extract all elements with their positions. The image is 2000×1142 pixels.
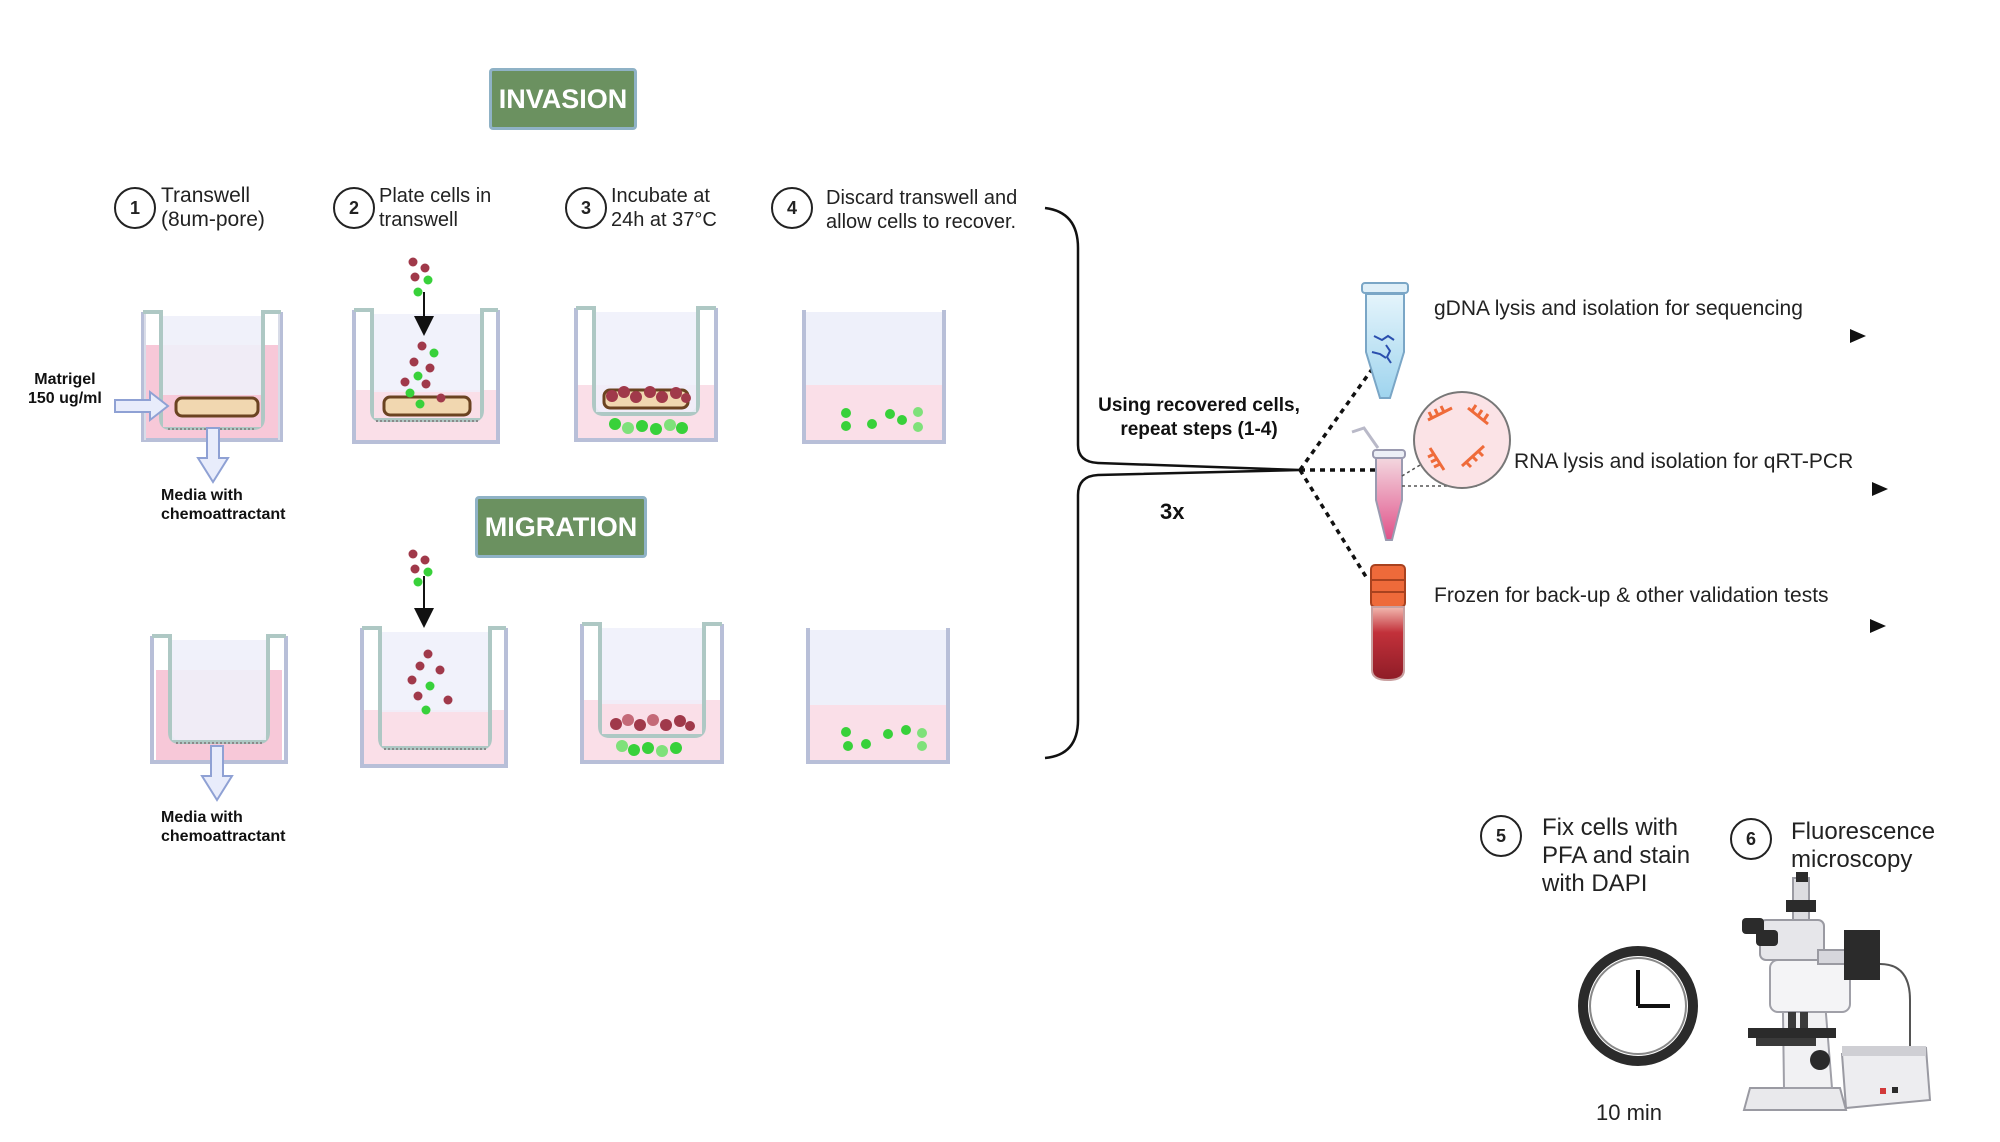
frozen-tube	[1370, 564, 1406, 682]
matrigel-label: Matrigel 150 ug/ml	[28, 371, 102, 407]
step-5-number: 5	[1480, 815, 1522, 857]
timer-label: 10 min	[1596, 1100, 1663, 1125]
rna-tube	[1351, 426, 1406, 541]
migration-well-2	[360, 549, 508, 768]
media-arrow-migration	[200, 745, 234, 802]
migration-well-1	[150, 634, 288, 764]
invasion-banner: INVASION	[489, 68, 637, 130]
migration-banner: MIGRATION	[475, 496, 647, 558]
repeat-count: 3x	[1160, 499, 1185, 524]
rna-zoom-bubble	[1401, 391, 1511, 489]
invasion-well-1	[141, 310, 283, 442]
step-3-number: 3	[565, 187, 607, 229]
branch-frozen	[1298, 469, 1370, 581]
step-4-number: 4	[771, 187, 813, 229]
step-5-label: Fix cells with PFA and stain with DAPI	[1542, 814, 1691, 897]
step-6-label: Fluorescence microscopy	[1791, 818, 1936, 873]
clock-icon	[1578, 946, 1698, 1066]
output-rna: RNA lysis and isolation for qRT-PCR	[1514, 450, 1854, 473]
invasion-well-3	[574, 306, 718, 442]
gdna-tube	[1361, 282, 1409, 399]
media-label-migration: Media with chemoattractant	[161, 809, 286, 845]
curly-brace	[1044, 206, 1301, 760]
recovered-cells-label: Using recovered cells, repeat steps (1-4…	[1098, 395, 1300, 440]
media-label-invasion: Media with chemoattractant	[161, 487, 286, 523]
output-gdna: gDNA lysis and isolation for sequencing	[1434, 297, 1803, 320]
media-arrow-invasion	[196, 427, 230, 484]
invasion-well-2	[352, 257, 500, 444]
branch-gdna	[1298, 356, 1382, 472]
step-2-number: 2	[333, 187, 375, 229]
step-6-number: 6	[1730, 818, 1772, 860]
step-3-label: Incubate at 24h at 37°C	[611, 185, 717, 231]
matrigel-arrow	[114, 389, 170, 423]
step-1-label: Transwell (8um-pore)	[161, 184, 265, 231]
microscope-icon	[1742, 872, 1932, 1111]
step-2-label: Plate cells in transwell	[379, 185, 492, 231]
output-frozen: Frozen for back-up & other validation te…	[1434, 584, 1829, 607]
step-4-label: Discard transwell and allow cells to rec…	[826, 187, 1018, 233]
migration-well-3	[580, 622, 724, 764]
invasion-well-4	[802, 310, 946, 444]
migration-well-4	[806, 628, 950, 764]
step-1-number: 1	[114, 187, 156, 229]
